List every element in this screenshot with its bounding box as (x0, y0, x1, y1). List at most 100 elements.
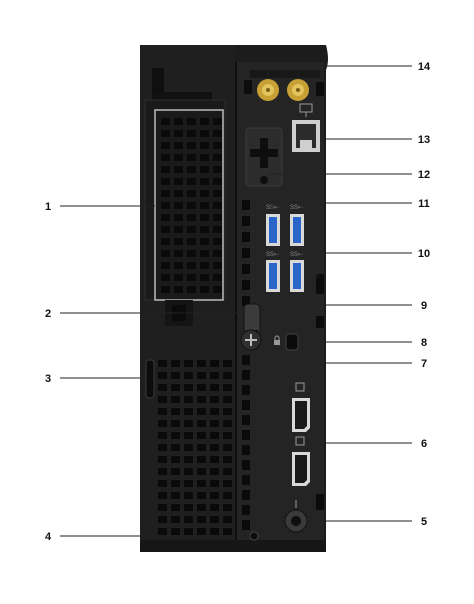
vent-hole (200, 178, 209, 185)
vent-hole (210, 420, 219, 427)
vent-hole (174, 250, 183, 257)
vent-hole (187, 190, 196, 197)
vent-hole (158, 408, 167, 415)
antenna-connector-icon (257, 79, 279, 101)
antenna-connector-icon (287, 79, 309, 101)
vent-hole (158, 504, 167, 511)
displayport (292, 398, 310, 432)
vent-hole (161, 190, 170, 197)
vent-hole (187, 286, 196, 293)
callout-6: 6 (421, 438, 427, 450)
vent-hole (242, 216, 250, 226)
vent-hole (187, 130, 196, 137)
vent-hole (223, 528, 232, 535)
vent-hole (174, 202, 183, 209)
power-connector (284, 500, 308, 533)
vent-hole (242, 232, 250, 242)
vent-hole (158, 396, 167, 403)
vent-hole (171, 444, 180, 451)
vent-hole (200, 226, 209, 233)
vent-hole (174, 166, 183, 173)
vent-hole (184, 432, 193, 439)
vent-hole (197, 492, 206, 499)
usb-ports: SS⇠ SS⇠ SS⇠ SS⇠ (266, 205, 324, 294)
vent-hole (213, 286, 222, 293)
vent-hole (174, 154, 183, 161)
vent-hole (184, 360, 193, 367)
vent-hole (242, 264, 250, 274)
callout-numbers: 1 2 3 4 5 6 7 8 9 10 11 12 13 14 (45, 61, 431, 543)
vent-hole (210, 468, 219, 475)
vent-hole (171, 468, 180, 475)
vent-hole (158, 516, 167, 523)
vent-hole (210, 456, 219, 463)
vent-hole (213, 154, 222, 161)
callout-13: 13 (418, 134, 430, 146)
vent-hole (187, 214, 196, 221)
vent-hole (200, 274, 209, 281)
vent-hole (171, 420, 180, 427)
antenna-connectors (244, 70, 324, 101)
network-icon (299, 103, 313, 117)
vent-hole (200, 142, 209, 149)
vent-hole (171, 456, 180, 463)
vent-hole (242, 355, 250, 365)
vent-hole (223, 504, 232, 511)
callout-9: 9 (421, 300, 427, 312)
vent-hole (200, 286, 209, 293)
vent-hole (174, 226, 183, 233)
vent-hole (213, 130, 222, 137)
vent-hole (197, 360, 206, 367)
vent-hole (187, 250, 196, 257)
vent-hole (187, 262, 196, 269)
usb-port: SS⇠ (266, 252, 280, 292)
vent-hole (242, 430, 250, 440)
callout-5: 5 (421, 516, 427, 528)
vent-hole (242, 445, 250, 455)
vent-hole (184, 492, 193, 499)
vent-hole (213, 118, 222, 125)
displayport-icon (295, 436, 305, 446)
vent-hole (210, 384, 219, 391)
usb-marking: SS⇠ (266, 252, 279, 258)
expansion-slot-vent-grid (161, 118, 222, 293)
vent-hole (187, 166, 196, 173)
vent-hole (197, 396, 206, 403)
vent-hole (242, 400, 250, 410)
vent-hole (187, 274, 196, 281)
vent-hole (223, 372, 232, 379)
vent-hole (223, 360, 232, 367)
vent-hole (242, 490, 250, 500)
vent-hole (210, 516, 219, 523)
usb-port: SS⇠ (266, 205, 280, 246)
callout-1: 1 (45, 201, 51, 213)
vent-hole (213, 226, 222, 233)
vent-hole (187, 142, 196, 149)
vent-hole (171, 480, 180, 487)
callout-8: 8 (421, 337, 427, 349)
vent-hole (184, 372, 193, 379)
vent-hole (158, 480, 167, 487)
vent-hole (171, 432, 180, 439)
ethernet-port (292, 103, 320, 152)
vent-hole (171, 360, 180, 367)
power-button-slot (145, 359, 155, 399)
vent-hole (210, 504, 219, 511)
vent-hole (158, 384, 167, 391)
vent-hole (171, 504, 180, 511)
vent-hole (200, 214, 209, 221)
vent-hole (158, 492, 167, 499)
vent-hole (213, 250, 222, 257)
vent-hole (161, 262, 170, 269)
vent-hole (200, 250, 209, 257)
vent-hole (158, 456, 167, 463)
thumbscrew (240, 329, 262, 351)
vent-hole (197, 468, 206, 475)
vent-hole (161, 130, 170, 137)
vent-hole (200, 190, 209, 197)
vent-hole (210, 480, 219, 487)
vent-hole (174, 262, 183, 269)
vent-hole (161, 274, 170, 281)
vent-hole (197, 372, 206, 379)
vent-hole (161, 142, 170, 149)
